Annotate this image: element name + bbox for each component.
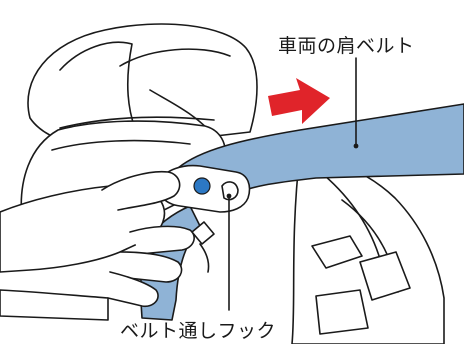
belt-leader-dot bbox=[353, 143, 359, 149]
frame-block-3 bbox=[315, 289, 369, 335]
finger-3 bbox=[107, 271, 159, 308]
headrest-crease bbox=[59, 116, 215, 129]
seat-knob bbox=[191, 221, 215, 245]
belt-hook-slot bbox=[221, 181, 239, 201]
hand-thumb bbox=[101, 170, 181, 211]
headrest-inner-top bbox=[119, 48, 231, 67]
hook-leader-dot bbox=[226, 193, 232, 199]
belt-hook-button bbox=[193, 177, 211, 195]
direction-arrow-icon bbox=[268, 78, 330, 124]
seat-fold bbox=[51, 139, 191, 151]
belt-hook-label: ベルト通しフック bbox=[120, 320, 277, 342]
finger-1 bbox=[129, 225, 195, 255]
seat-knob-2 bbox=[199, 243, 210, 273]
shoulder-belt-label: 車両の肩ベルト bbox=[278, 35, 415, 57]
frame-block bbox=[311, 235, 363, 269]
hand-wrist bbox=[0, 289, 109, 321]
headrest-inner-left bbox=[59, 41, 141, 141]
finger-2 bbox=[119, 251, 183, 283]
frame-block-2 bbox=[359, 251, 411, 301]
